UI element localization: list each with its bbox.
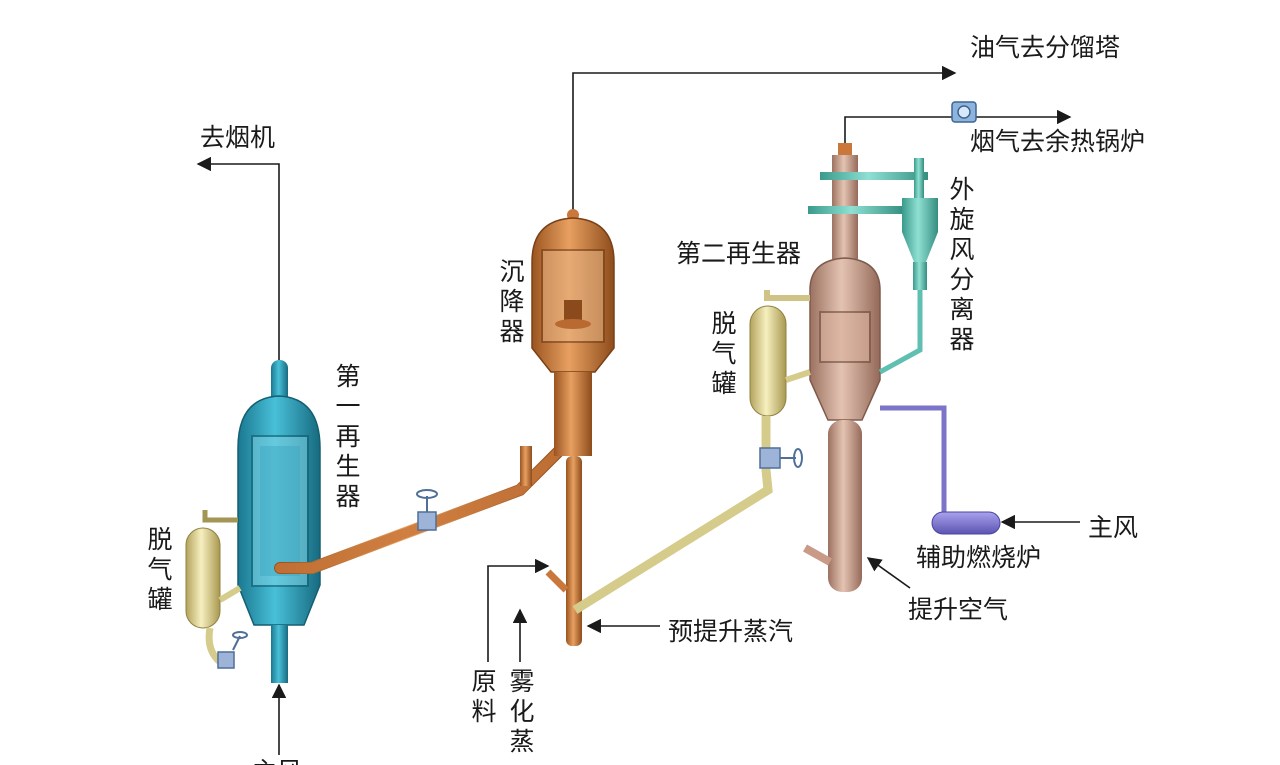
flue-line-left — [196, 156, 280, 362]
external-cyclone — [808, 158, 938, 375]
label-settler: 沉降器 — [499, 257, 524, 346]
gate-valve-icon — [759, 447, 803, 469]
gate-valve-icon — [217, 631, 248, 669]
flow-meter-icon — [951, 101, 977, 123]
feedstock-arrow — [487, 558, 550, 662]
degassing-tank-right — [572, 290, 811, 614]
label-second-regenerator: 第二再生器 — [676, 239, 801, 268]
label-first-regenerator: 第一再生器 — [335, 362, 360, 511]
label-degassing-tank-left: 脱气罐 — [147, 525, 172, 614]
label-lift-air: 提升空气 — [908, 595, 1008, 624]
label-oil-gas-to-fractionator: 油气去分馏塔 — [970, 33, 1120, 62]
label-to-flue-gas-turbine: 去烟机 — [200, 123, 275, 152]
label-flue-gas-to-boiler: 烟气去余热锅炉 — [970, 127, 1145, 156]
label-pre-lift-steam: 预提升蒸汽 — [668, 617, 793, 646]
label-main-air-bottom: 主风 — [252, 757, 302, 765]
label-main-air-right: 主风 — [1088, 513, 1138, 542]
settler — [531, 209, 615, 646]
gate-valve-icon — [416, 489, 438, 531]
label-external-cyclone: 外旋风分离器 — [949, 175, 974, 354]
degassing-tank-left — [185, 510, 242, 665]
aux-burner — [880, 405, 1001, 535]
label-aux-burner: 辅助燃烧炉 — [916, 543, 1041, 572]
label-degassing-tank-right: 脱气罐 — [711, 309, 736, 398]
oil-gas-line — [572, 65, 957, 212]
flue-line-right — [844, 109, 1072, 143]
label-feedstock: 原料 — [471, 667, 496, 726]
label-atomizing-steam: 雾化蒸 — [509, 667, 534, 756]
regen-to-riser-pipe — [274, 444, 566, 574]
lift-air-arrow — [866, 557, 911, 589]
first-regenerator — [237, 360, 321, 683]
